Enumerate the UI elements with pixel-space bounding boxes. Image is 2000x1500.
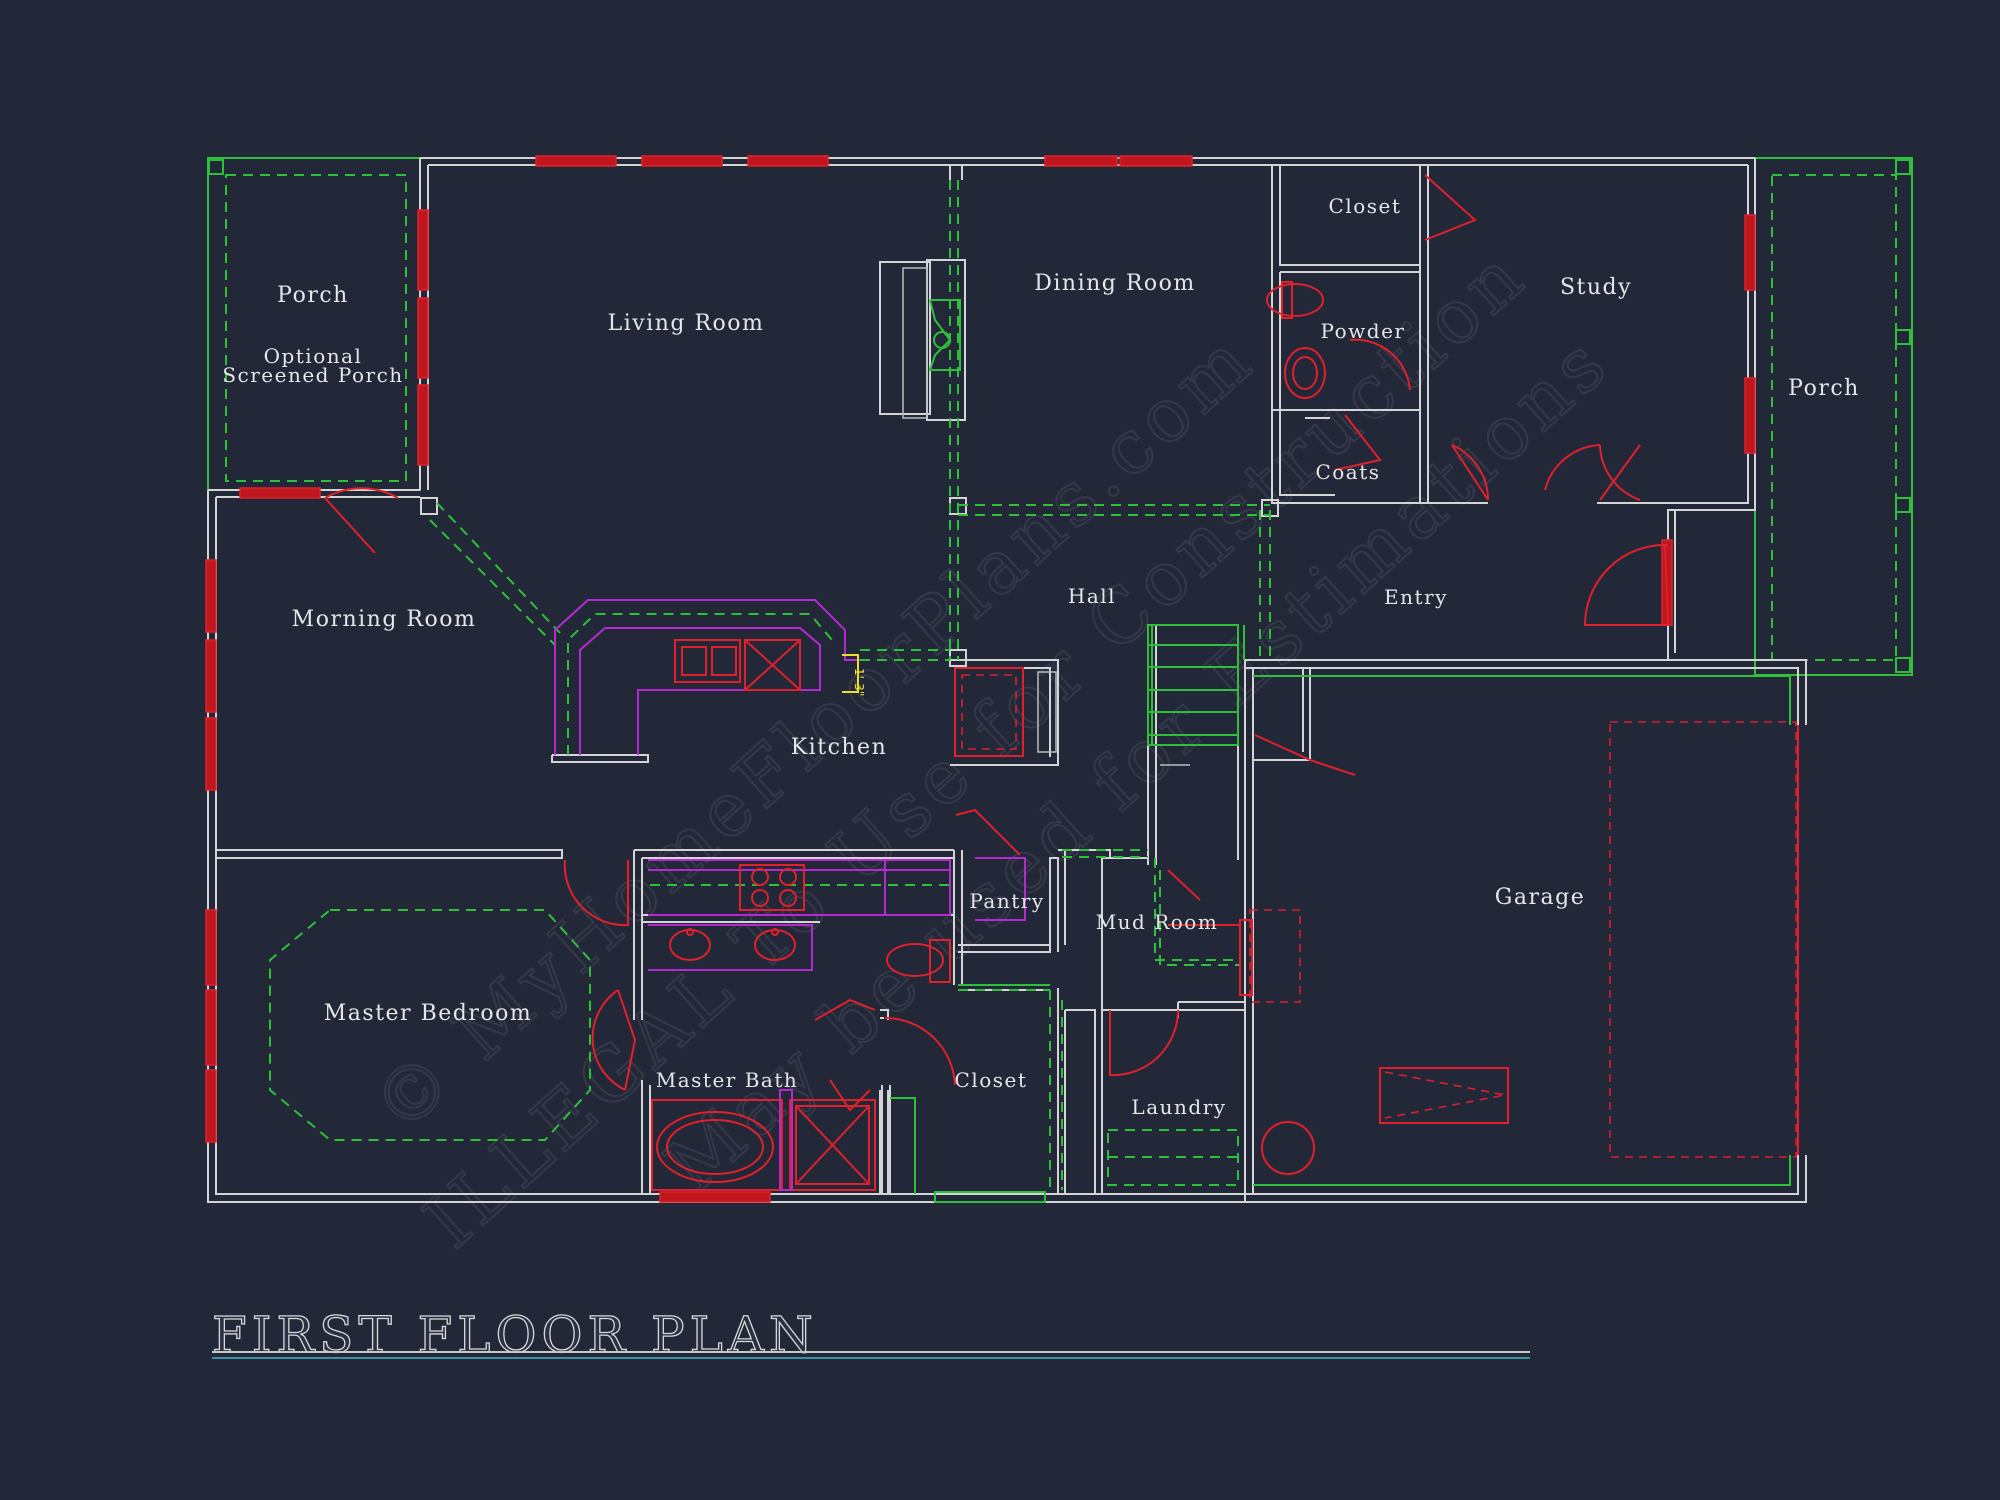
bathroom-fixtures <box>648 281 1326 1194</box>
dimension-label: 1'-3" <box>852 668 866 696</box>
label-screened-porch: Screened Porch <box>222 363 403 387</box>
label-dining-room: Dining Room <box>1034 271 1196 296</box>
plan-title: FIRST FLOOR PLAN <box>212 1306 818 1364</box>
label-mud-room: Mud Room <box>1096 910 1219 934</box>
label-porch-right: Porch <box>1788 376 1860 401</box>
label-closet-bottom: Closet <box>955 1068 1028 1092</box>
label-morning-room: Morning Room <box>292 607 477 632</box>
label-study: Study <box>1560 275 1632 300</box>
label-closet-top: Closet <box>1329 194 1402 218</box>
windows <box>205 155 1756 1203</box>
kitchen-counters: 1'-3" <box>554 599 1026 921</box>
label-kitchen: Kitchen <box>791 735 888 760</box>
label-garage: Garage <box>1495 885 1585 910</box>
garage-details <box>1239 675 1799 1186</box>
label-master-bath: Master Bath <box>656 1068 799 1092</box>
doors <box>324 174 1669 1112</box>
label-powder: Powder <box>1320 319 1405 343</box>
porch-outlines <box>207 157 1913 676</box>
watermark-line-2: ILLEGAL To Use for Construction <box>408 231 1543 1265</box>
label-pantry: Pantry <box>969 889 1044 913</box>
room-labels: Porch Optional Screened Porch Living Roo… <box>222 194 1860 1119</box>
label-hall: Hall <box>1068 584 1116 608</box>
label-optional: Optional <box>264 344 363 368</box>
plan-title-block: FIRST FLOOR PLAN <box>211 1305 1530 1365</box>
label-laundry: Laundry <box>1131 1095 1226 1119</box>
stairs <box>1147 624 1245 766</box>
label-entry: Entry <box>1384 585 1448 609</box>
watermark: © MyHomeFloorPlans.com ILLEGAL To Use fo… <box>356 230 1627 1266</box>
label-master-bedroom: Master Bedroom <box>324 1001 532 1026</box>
label-porch-left: Porch <box>277 283 349 308</box>
label-living-room: Living Room <box>608 311 765 336</box>
dashed-outlines <box>269 180 1271 1190</box>
label-coats: Coats <box>1315 460 1380 484</box>
